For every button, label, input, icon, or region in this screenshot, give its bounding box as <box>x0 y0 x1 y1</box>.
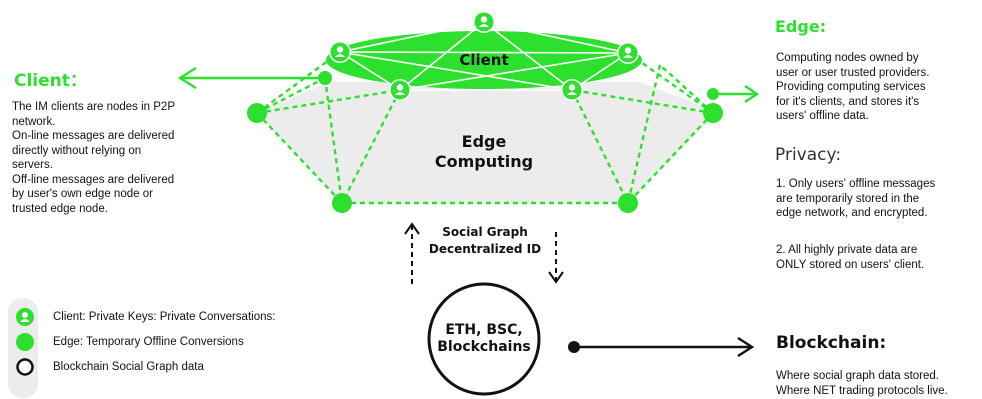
blockchain-ring-icon <box>16 358 34 376</box>
edge-node-right-small <box>707 88 719 100</box>
edge-node-right <box>703 103 723 123</box>
client-ellipse <box>326 31 642 89</box>
edge-line: users' offline data. <box>776 110 869 122</box>
privacy-point-1: 1. Only users' offline messages are temp… <box>776 177 981 221</box>
client-node-bottom-right <box>561 79 583 101</box>
client-line: directly without relying on <box>12 144 142 157</box>
social-graph-label-1: Social Graph <box>442 225 528 239</box>
legend-label: Blockchain Social Graph data <box>53 361 204 373</box>
edge-arrow <box>713 85 760 103</box>
legend-label: Edge: Temporary Offline Conversions <box>53 336 244 348</box>
user-node-icon <box>16 308 34 326</box>
client-mesh-lines <box>339 21 629 91</box>
privacy-title: Privacy: <box>775 145 842 165</box>
privacy-line: 2. All highly private data are <box>776 244 918 256</box>
privacy-line: are temporarily stored in the <box>776 192 920 205</box>
client-line: by user's own edge node or <box>12 188 153 200</box>
blockchain-line: Where social graph data stored. <box>776 370 940 382</box>
blockchain-line: Where NET trading protocols live. <box>776 384 948 397</box>
blockchain-label-1: ETH, BSC, <box>445 322 523 338</box>
social-graph-arrows <box>404 222 564 284</box>
blockchain-circle <box>427 282 541 396</box>
edge-computing-label-2: Computing <box>434 152 534 171</box>
privacy-line: edge network, and encrypted. <box>776 207 928 219</box>
client-node-left <box>329 41 351 63</box>
edge-nodes <box>247 71 723 213</box>
client-title: Client： <box>14 71 87 91</box>
client-node-right <box>617 42 639 64</box>
legend: Client: Private Keys: Private Conversati… <box>10 306 340 381</box>
legend-item-blockchain: Blockchain Social Graph data <box>10 356 340 381</box>
edge-node-bottom-left <box>332 193 352 213</box>
client-line: On-line messages are delivered <box>12 130 175 142</box>
client-description: The IM clients are nodes in P2P network.… <box>12 100 232 216</box>
client-line: The IM clients are nodes in P2P <box>12 101 175 113</box>
blockchain-title: Blockchain: <box>776 333 887 353</box>
edge-computing-band <box>256 82 718 203</box>
edge-description: Computing nodes owned by user or user tr… <box>776 51 981 124</box>
edge-mesh-lines <box>256 51 714 205</box>
legend-item-edge: Edge: Temporary Offline Conversions <box>10 331 340 356</box>
edge-line: user or user trusted providers. <box>776 66 930 79</box>
client-line: network. <box>12 115 56 128</box>
edge-line: Computing nodes owned by <box>776 52 919 64</box>
client-node-top <box>473 11 495 33</box>
client-arrow <box>177 66 325 90</box>
client-line: trusted edge node. <box>12 202 108 215</box>
privacy-point-2: 2. All highly private data are ONLY stor… <box>776 243 981 272</box>
blockchain-label-2: Blockchains <box>437 339 531 355</box>
edge-title: Edge: <box>775 17 827 36</box>
privacy-line: ONLY stored on users' client. <box>776 258 925 271</box>
edge-node-left <box>247 103 267 123</box>
edge-node-left-small <box>318 71 332 85</box>
social-graph-label-2: Decentralized ID <box>428 242 542 256</box>
blockchain-arrow <box>574 336 755 358</box>
blockchain-description: Where social graph data stored. Where NE… <box>776 369 981 398</box>
legend-item-client: Client: Private Keys: Private Conversati… <box>10 306 340 331</box>
client-node-bottom-left <box>389 79 411 101</box>
edge-line: for it's clients, and stores it's <box>776 95 920 108</box>
edge-node-icon <box>16 333 34 351</box>
privacy-line: 1. Only users' offline messages <box>776 178 936 190</box>
client-line: servers. <box>12 159 53 171</box>
client-line: Off-line messages are delivered <box>12 173 175 186</box>
edge-node-bottom-right <box>618 193 638 213</box>
client-ellipse-label: Client <box>459 51 509 69</box>
edge-line: Providing computing services <box>776 81 926 93</box>
legend-label: Client: Private Keys: Private Conversati… <box>53 311 276 323</box>
edge-computing-label-1: Edge <box>461 132 507 151</box>
